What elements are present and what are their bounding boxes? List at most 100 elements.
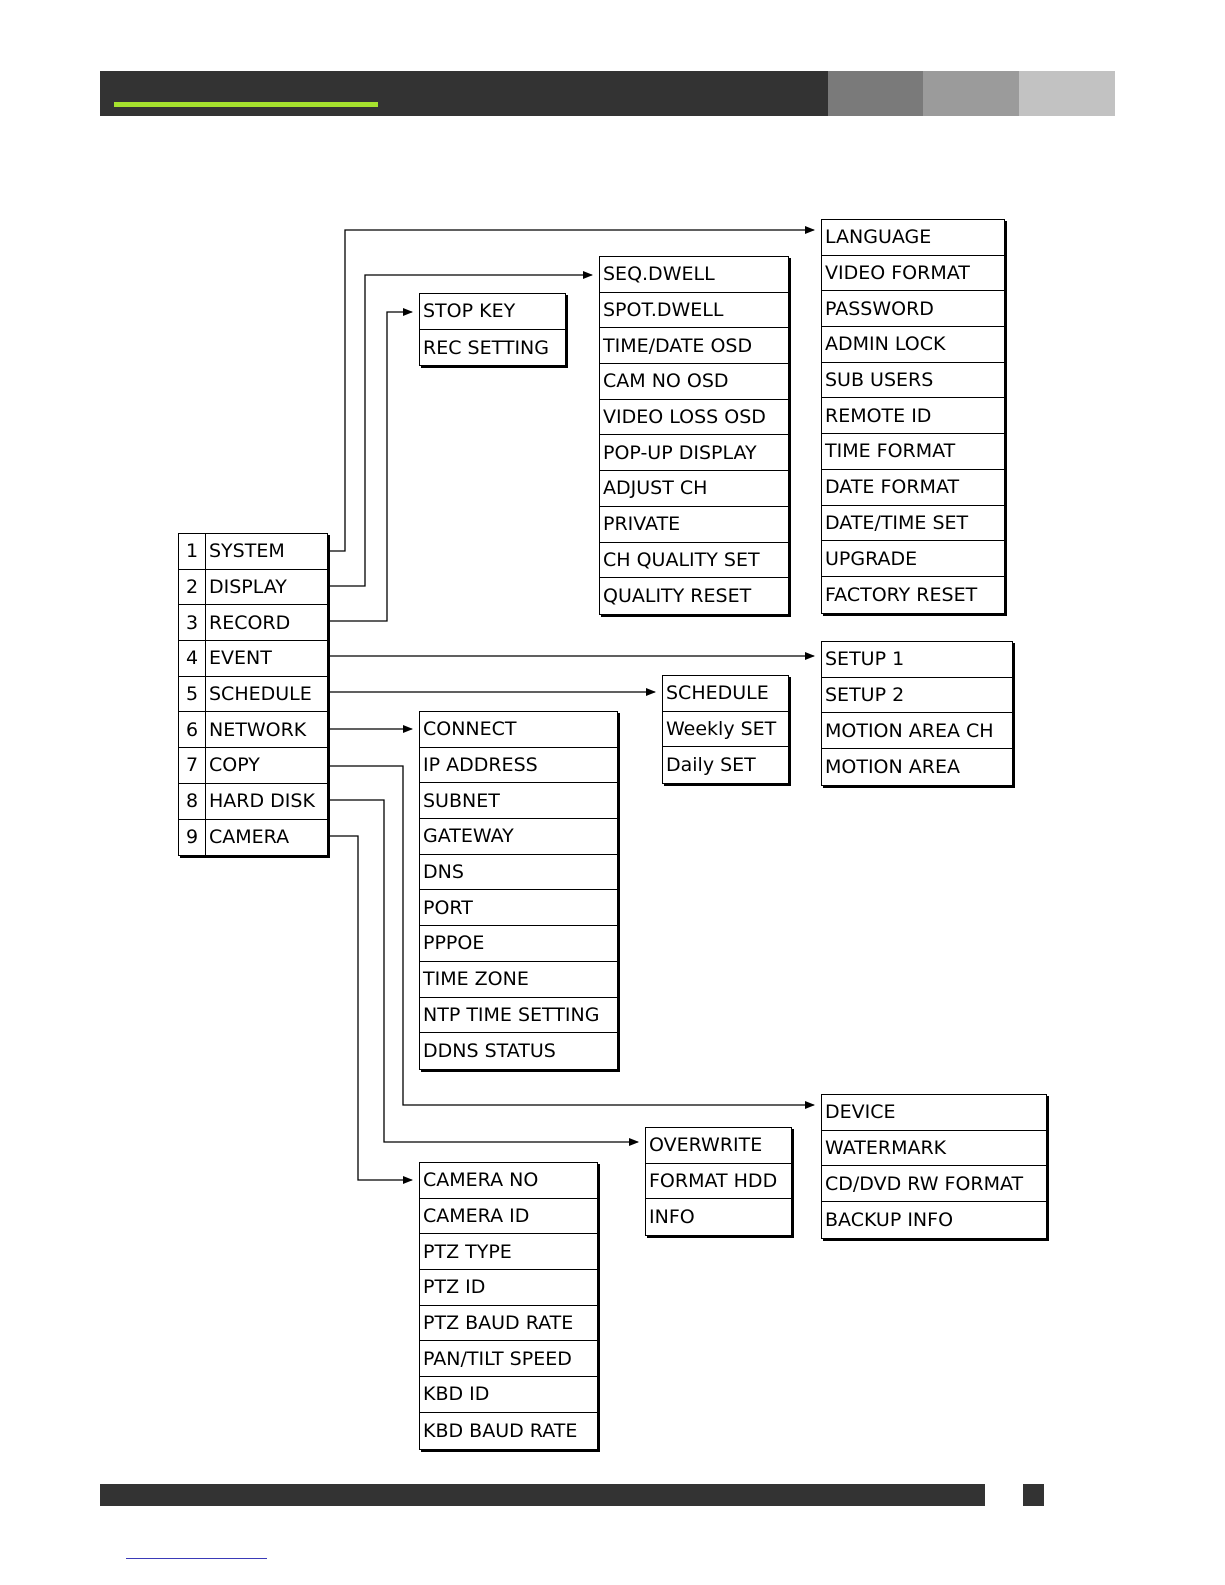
menu-item-motion-area[interactable]: MOTION AREA [822,749,1012,785]
menu-item-ip-address[interactable]: IP ADDRESS [420,748,617,784]
menu-item-overwrite[interactable]: OVERWRITE [646,1128,791,1164]
menu-item-video-format[interactable]: VIDEO FORMAT [822,256,1004,292]
menu-item-pan-tilt-speed[interactable]: PAN/TILT SPEED [420,1341,597,1378]
menu-item-motion-area-ch[interactable]: MOTION AREA CH [822,713,1012,750]
menu-item-time-zone[interactable]: TIME ZONE [420,962,617,998]
menu-item-label: PTZ ID [423,1276,486,1299]
menu-item-ptz-type[interactable]: PTZ TYPE [420,1234,597,1271]
menu-item-label: ADMIN LOCK [825,333,946,356]
menu-item-device[interactable]: DEVICE [822,1095,1046,1131]
menu-item-label: Daily SET [666,754,756,777]
wire-system [328,226,815,552]
menu-item-time-format[interactable]: TIME FORMAT [822,434,1004,470]
menu-item-cd-dvd-rw-format[interactable]: CD/DVD RW FORMAT [822,1166,1046,1203]
menu-item-date-format[interactable]: DATE FORMAT [822,470,1004,506]
menu-item-seq-dwell[interactable]: SEQ.DWELL [600,257,788,293]
menu-item-number: 6 [179,712,206,748]
header-accent-line [114,102,378,107]
menu-item-connect[interactable]: CONNECT [420,712,617,748]
menu-item-ddns-status[interactable]: DDNS STATUS [420,1033,617,1069]
menu-item-port[interactable]: PORT [420,890,617,927]
menu-item-label: CONNECT [423,718,517,741]
menu-item-stop-key[interactable]: STOP KEY [420,294,565,330]
menu-item-label: IP ADDRESS [423,754,538,777]
menu-item-remote-id[interactable]: REMOTE ID [822,398,1004,435]
menu-item-label: UPGRADE [825,547,918,570]
footer-link-underline [126,1558,267,1559]
menu-item-date-time-set[interactable]: DATE/TIME SET [822,506,1004,542]
menu-item-dns[interactable]: DNS [420,855,617,891]
menu-item-ch-quality-set[interactable]: CH QUALITY SET [600,543,788,579]
menu-item-pop-up-display[interactable]: POP-UP DISPLAY [600,435,788,472]
menu-item-factory-reset[interactable]: FACTORY RESET [822,577,1004,613]
menu-item-language[interactable]: LANGUAGE [822,220,1004,256]
menu-item-format-hdd[interactable]: FORMAT HDD [646,1164,791,1200]
menu-item-admin-lock[interactable]: ADMIN LOCK [822,327,1004,363]
menu-item-label: TIME FORMAT [825,440,956,463]
menu-item-weekly-set[interactable]: Weekly SET [663,712,788,748]
menu-item-gateway[interactable]: GATEWAY [420,819,617,855]
menu-item-ptz-baud-rate[interactable]: PTZ BAUD RATE [420,1306,597,1342]
menu-item-camera-no[interactable]: CAMERA NO [420,1163,597,1199]
menu-item-ptz-id[interactable]: PTZ ID [420,1270,597,1306]
menu-item-time-date-osd[interactable]: TIME/DATE OSD [600,328,788,365]
menu-item-upgrade[interactable]: UPGRADE [822,541,1004,577]
menu-item-label: HARD DISK [209,790,315,813]
copy-menu: DEVICE WATERMARK CD/DVD RW FORMAT BACKUP IN… [821,1094,1047,1239]
menu-item-ntp-time-setting[interactable]: NTP TIME SETTING [420,998,617,1034]
menu-item-watermark[interactable]: WATERMARK [822,1131,1046,1167]
menu-item-label: SPOT.DWELL [603,299,724,322]
menu-item-private[interactable]: PRIVATE [600,507,788,543]
menu-item-spot-dwell[interactable]: SPOT.DWELL [600,293,788,329]
menu-item-schedule[interactable]: SCHEDULE [663,676,788,712]
menu-item-kbd-baud-rate[interactable]: KBD BAUD RATE [420,1413,597,1449]
menu-item-cam-no-osd[interactable]: CAM NO OSD [600,364,788,400]
menu-item-adjust-ch[interactable]: ADJUST CH [600,471,788,507]
menu-item-setup-2[interactable]: SETUP 2 [822,678,1012,714]
menu-item-camera-id[interactable]: CAMERA ID [420,1199,597,1235]
menu-item-label: CD/DVD RW FORMAT [825,1172,1024,1195]
menu-item-password[interactable]: PASSWORD [822,291,1004,328]
menu-item-pppoe[interactable]: PPPOE [420,926,617,962]
menu-item-label: SETUP 1 [825,648,905,671]
menu-item-kbd-id[interactable]: KBD ID [420,1377,597,1413]
menu-item-label: SCHEDULE [666,682,769,705]
menu-item-setup-1[interactable]: SETUP 1 [822,642,1012,678]
menu-item-label: TIME ZONE [423,968,529,991]
menu-item-label: ADJUST CH [603,477,708,500]
menu-item-label: PRIVATE [603,513,681,536]
menu-item-label: SUB USERS [825,369,934,392]
menu-item-video-loss-osd[interactable]: VIDEO LOSS OSD [600,400,788,436]
menu-item-label: MOTION AREA CH [825,719,994,742]
menu-item-label: NTP TIME SETTING [423,1003,600,1026]
menu-item-backup-info[interactable]: BACKUP INFO [822,1202,1046,1238]
menu-item-info[interactable]: INFO [646,1199,791,1235]
menu-item-daily-set[interactable]: Daily SET [663,747,788,783]
menu-item-sub-users[interactable]: SUB USERS [822,363,1004,399]
menu-item-quality-reset[interactable]: QUALITY RESET [600,578,788,614]
menu-item-label: WATERMARK [825,1137,947,1160]
menu-item-label: PPPOE [423,932,485,955]
event-menu: SETUP 1 SETUP 2 MOTION AREA CH MOTION AREA [821,641,1013,786]
menu-item-rec-setting[interactable]: REC SETTING [420,330,565,366]
menu-item-label: SYSTEM [209,540,285,563]
menu-item-label: CAMERA [209,826,290,849]
menu-item-label: LANGUAGE [825,226,932,249]
header-bar [100,71,828,116]
menu-item-number: 4 [179,641,206,676]
menu-item-label: Weekly SET [666,718,777,741]
menu-item-subnet[interactable]: SUBNET [420,783,617,820]
menu-item-label: GATEWAY [423,825,514,848]
